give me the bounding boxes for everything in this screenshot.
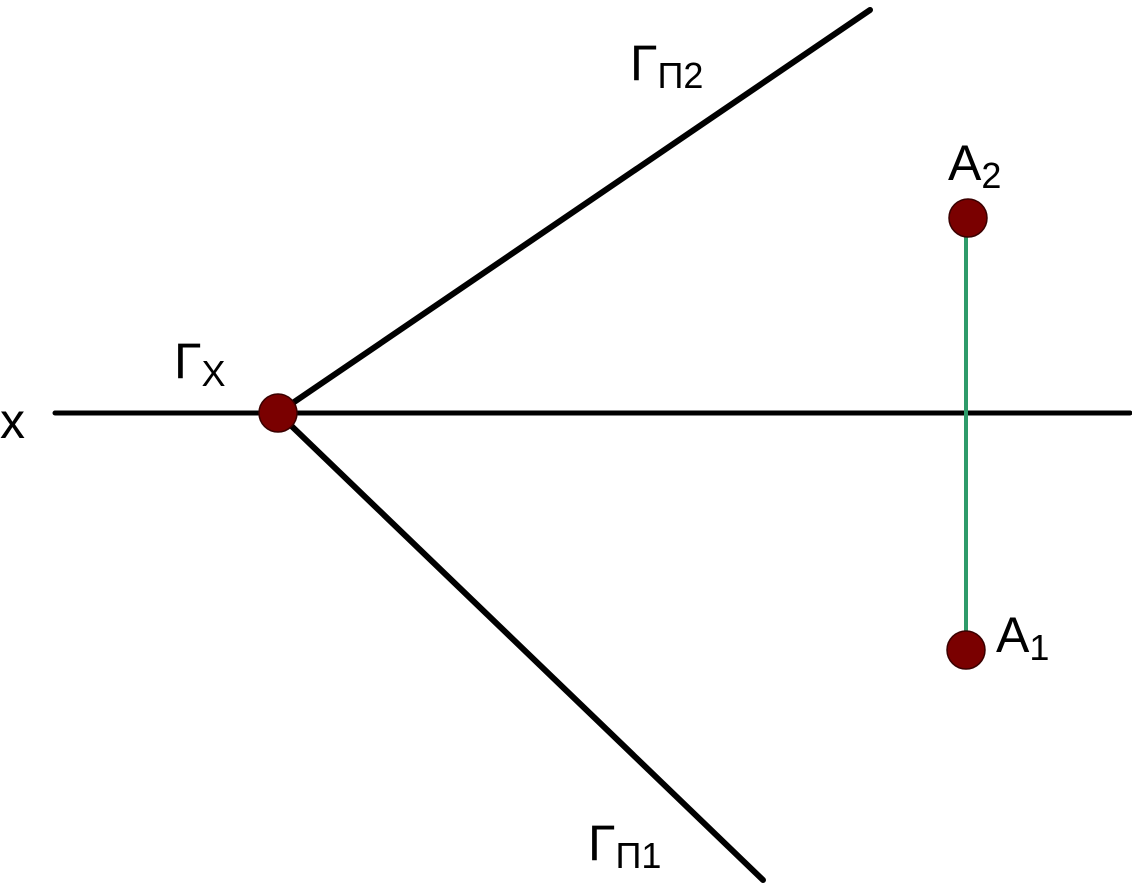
point-gx — [258, 393, 298, 433]
trace-p1-line — [275, 410, 766, 883]
trace-p1-main: Γ — [588, 815, 616, 871]
trace-p2-line — [275, 7, 873, 416]
point-a2-label: A2 — [948, 135, 1001, 196]
trace-x-sub: X — [202, 353, 226, 394]
trace-x-main: Γ — [174, 333, 202, 389]
point-a2-sub: 2 — [981, 155, 1001, 196]
trace-p2-label: ΓП2 — [630, 35, 703, 96]
point-a2-main: A — [948, 135, 982, 191]
point-a2 — [948, 198, 988, 238]
point-a1-sub: 1 — [1029, 627, 1049, 668]
trace-p1-label: ΓП1 — [588, 815, 661, 876]
trace-p2-main: Γ — [630, 35, 658, 91]
trace-p1-sub: П1 — [616, 835, 662, 876]
trace-p2-sub: П2 — [658, 55, 704, 96]
point-a1-label: A1 — [996, 607, 1049, 668]
trace-x-label: ΓX — [174, 333, 226, 394]
point-a1-main: A — [996, 607, 1030, 663]
axis-label: x — [0, 393, 25, 449]
point-a1 — [946, 630, 986, 670]
